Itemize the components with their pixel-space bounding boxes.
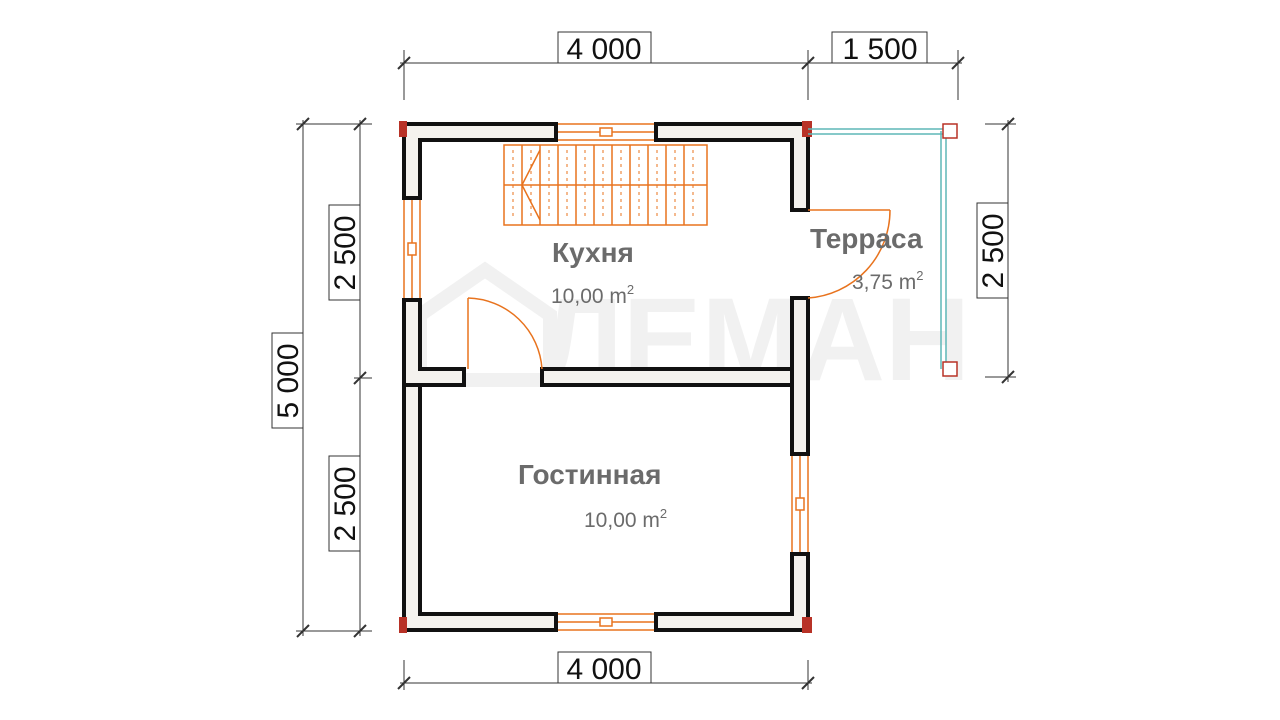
dim-left-total: 5 000: [272, 343, 305, 418]
dim-right-terrace: 2 500: [977, 213, 1010, 288]
stair-arrow-icon: [521, 149, 541, 221]
window-right: [791, 453, 809, 555]
terrace-post-bottom: [942, 361, 958, 377]
corner-posts: [399, 121, 812, 633]
dim-top-left: 4 000: [566, 33, 641, 66]
stairs: [503, 144, 708, 226]
corner-post-tr: [802, 121, 812, 137]
terrace-post-top: [942, 123, 958, 139]
window-bottom: [555, 613, 657, 631]
room-area-kitchen: 10,00 m2: [551, 282, 634, 308]
room-name-kitchen: Кухня: [552, 237, 634, 268]
door-interior: [467, 297, 543, 370]
windows: [403, 123, 809, 631]
corner-post-tl: [399, 121, 407, 137]
window-top: [555, 123, 657, 141]
wall-top-right: [654, 122, 810, 212]
door-terrace: [807, 209, 891, 299]
corner-post-br: [802, 617, 812, 633]
stair-hatch: [512, 150, 694, 220]
dim-left-lower: 2 500: [329, 466, 362, 541]
watermark-house-icon: [413, 261, 557, 387]
wall-interior: [540, 367, 794, 387]
dim-bottom: 4 000: [566, 653, 641, 686]
room-name-living: Гостинная: [518, 459, 661, 490]
wall-right-bottom: [654, 552, 810, 632]
window-left: [403, 197, 421, 301]
terrace-railing: [808, 128, 950, 369]
wall-left-middle: [402, 298, 466, 387]
dimension-label-boxes: [271, 31, 1009, 684]
dim-left-upper: 2 500: [329, 215, 362, 290]
room-area-living: 10,00 m2: [584, 506, 667, 532]
room-area-terrace: 3,75 m2: [852, 268, 923, 294]
dim-top-right: 1 500: [842, 33, 917, 66]
doors: [467, 209, 891, 370]
walls: [402, 122, 810, 632]
terrace-posts: [942, 123, 958, 377]
room-name-terrace: Терраса: [810, 223, 923, 254]
wall-bottom-left: [402, 383, 558, 632]
wall-right-middle: [790, 296, 810, 456]
wall-top-left: [402, 122, 558, 200]
corner-post-bl: [399, 617, 407, 633]
